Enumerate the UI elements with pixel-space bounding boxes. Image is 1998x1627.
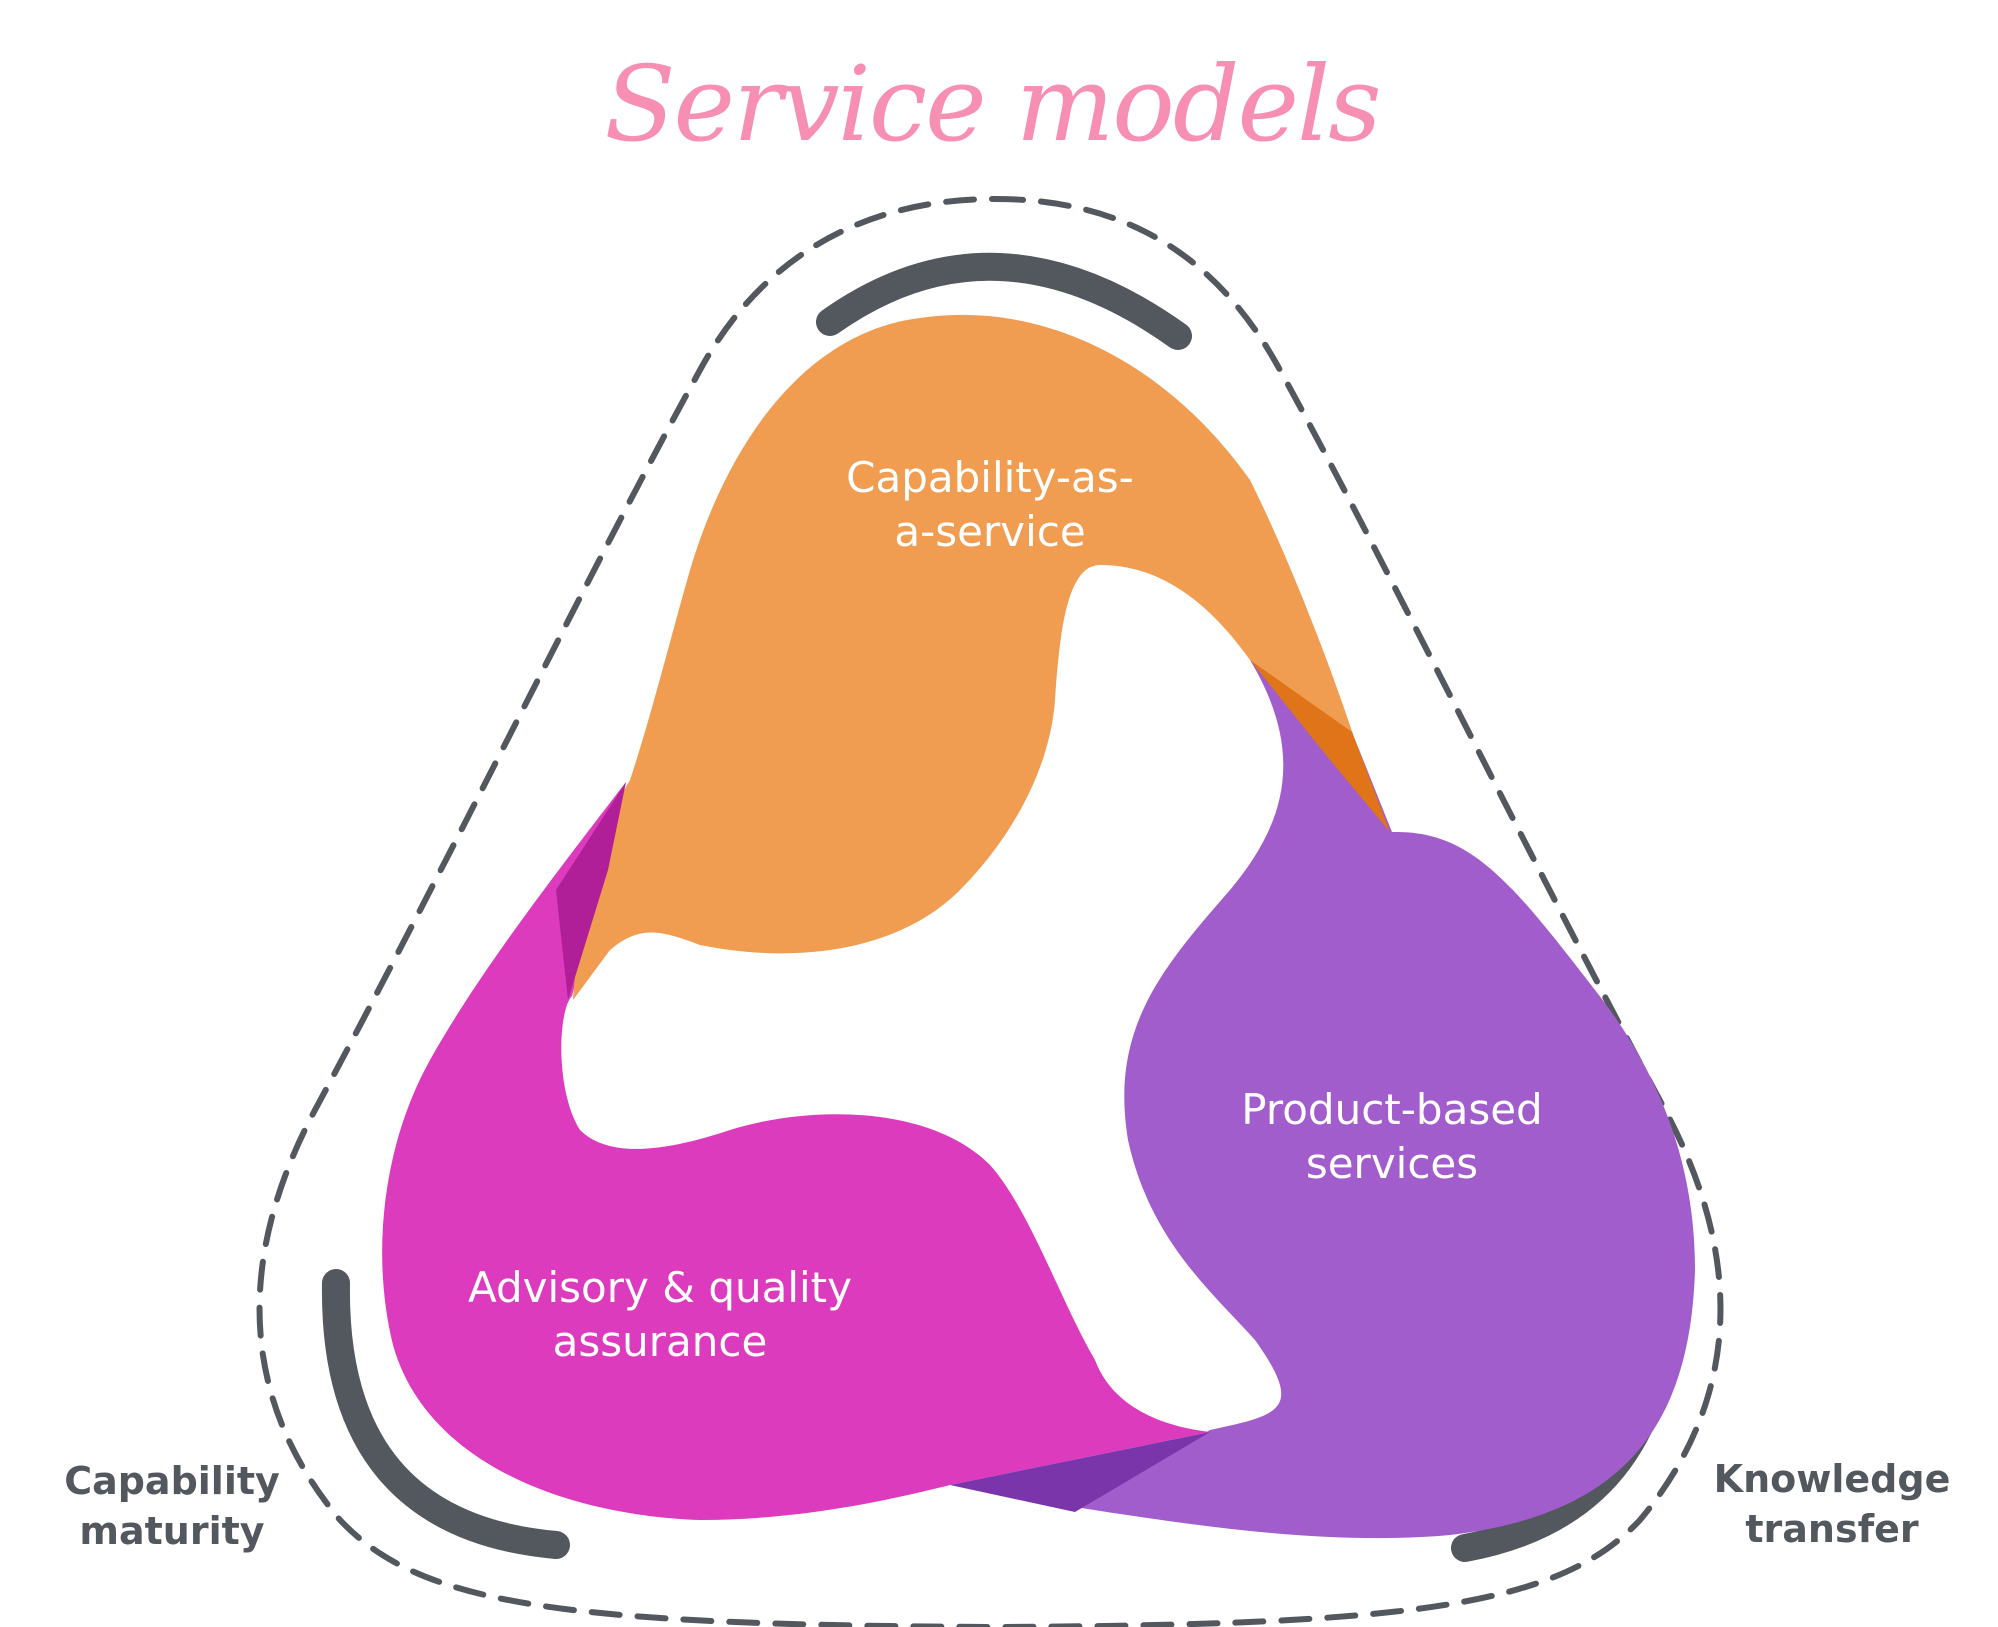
segment-advisory-quality-assurance [382, 782, 1210, 1520]
overlap-magenta [556, 782, 626, 1000]
label-top-line1: Capability-as- [846, 453, 1134, 502]
label-left-line1: Advisory & quality [468, 1263, 852, 1312]
overlap-purple [950, 1432, 1210, 1512]
side-label-capability-maturity-line2: maturity [79, 1509, 264, 1553]
label-left-line2: assurance [553, 1317, 768, 1366]
diagram-title: Service models [604, 43, 1379, 165]
segment-product-based-services [1075, 660, 1695, 1539]
label-top-line2: a-service [894, 507, 1085, 556]
label-right-line2: services [1306, 1139, 1478, 1188]
overlap-orange [1250, 660, 1390, 832]
top-arc [816, 252, 1192, 350]
side-label-knowledge-transfer-line2: transfer [1745, 1507, 1919, 1551]
dashed-outline [256, 195, 1724, 1627]
label-right-line1: Product-based [1241, 1085, 1542, 1134]
side-label-capability-maturity-line1: Capability [64, 1459, 280, 1503]
side-label-knowledge-transfer-line1: Knowledge [1714, 1457, 1951, 1501]
segment-capability-as-a-service [573, 314, 1355, 1000]
left-arc [321, 1269, 570, 1559]
